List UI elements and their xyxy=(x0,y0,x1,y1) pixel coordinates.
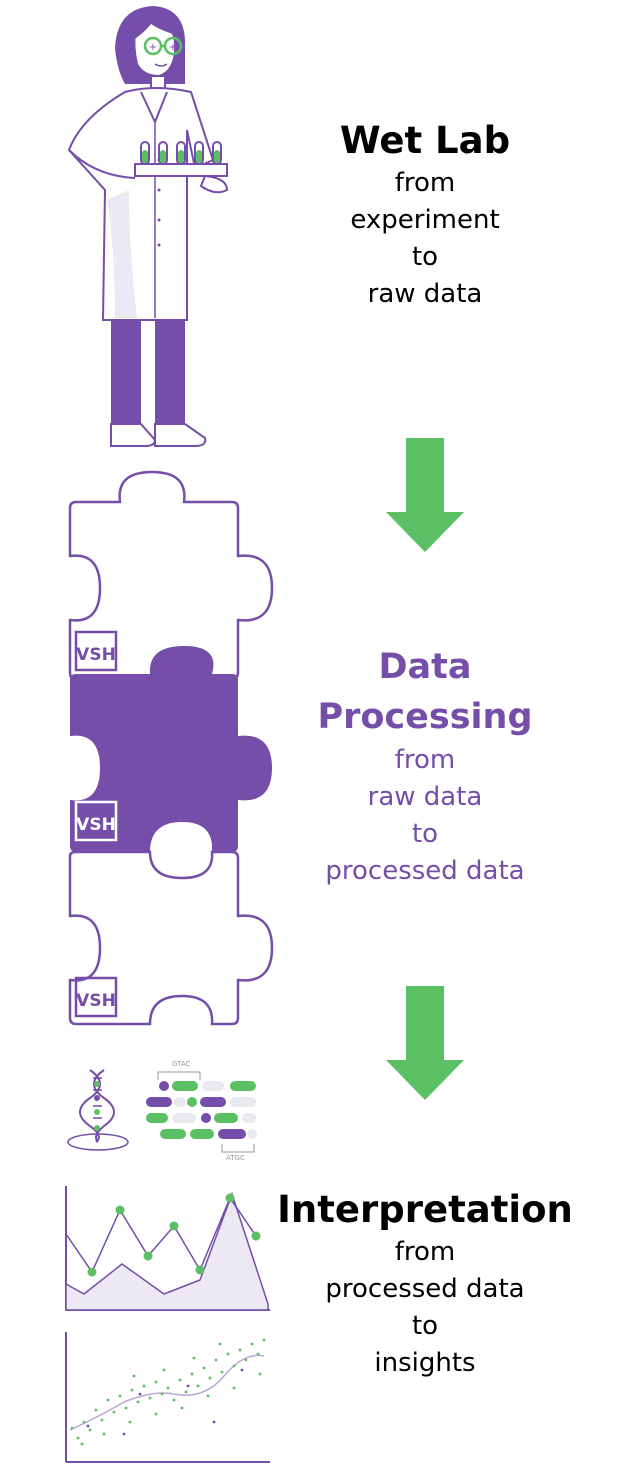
wet-lab-line-3: to xyxy=(411,242,439,272)
wet-lab-line-2: experiment xyxy=(350,205,500,235)
down-arrow-icon xyxy=(386,438,464,552)
interpretation-line-2: processed data xyxy=(325,1274,525,1304)
wet-lab-stage-text: Wet Lab from experiment to raw data xyxy=(275,117,575,313)
svg-text:+: + xyxy=(169,42,177,53)
puzzle-piece-top: VSH xyxy=(68,470,274,682)
sequence-label-top: GTAC xyxy=(172,1060,191,1068)
interpretation-line-3: to xyxy=(411,1311,439,1341)
svg-text:+: + xyxy=(149,42,157,53)
wet-lab-line-4: raw data xyxy=(367,279,483,309)
puzzle-logo-middle: VSH xyxy=(76,815,116,835)
interpretation-line-4: insights xyxy=(374,1348,476,1378)
interpretation-stage-text: Interpretation from processed data to in… xyxy=(275,1186,575,1382)
puzzle-logo-top: VSH xyxy=(76,645,116,665)
wet-lab-title: Wet Lab xyxy=(339,119,511,162)
puzzle-logo-bottom: VSH xyxy=(76,991,116,1011)
line-chart-illustration xyxy=(65,1186,270,1311)
puzzle-piece-bottom: VSH xyxy=(68,850,274,1026)
scatter-plot-illustration xyxy=(65,1332,270,1463)
sequence-label-bottom: ATGC xyxy=(226,1154,245,1162)
puzzle-piece-middle: VSH xyxy=(70,646,272,852)
down-arrow-icon xyxy=(386,986,464,1100)
data-processing-title-2: Processing xyxy=(317,697,533,737)
data-processing-line-1: from xyxy=(394,745,456,775)
data-processing-title-1: Data xyxy=(378,647,472,687)
interpretation-title: Interpretation xyxy=(277,1188,573,1231)
scientist-illustration: + + xyxy=(67,6,229,447)
data-processing-line-3: to xyxy=(411,819,439,849)
interpretation-line-1: from xyxy=(394,1237,456,1267)
data-processing-line-2: raw data xyxy=(367,782,483,812)
wet-lab-line-1: from xyxy=(394,168,456,198)
data-processing-line-4: processed data xyxy=(325,856,525,886)
sequence-alignment-illustration: GTAC ATGC xyxy=(146,1060,257,1162)
dna-helix-icon xyxy=(67,1069,129,1151)
data-processing-stage-text: Data Processing from raw data to process… xyxy=(275,642,575,890)
